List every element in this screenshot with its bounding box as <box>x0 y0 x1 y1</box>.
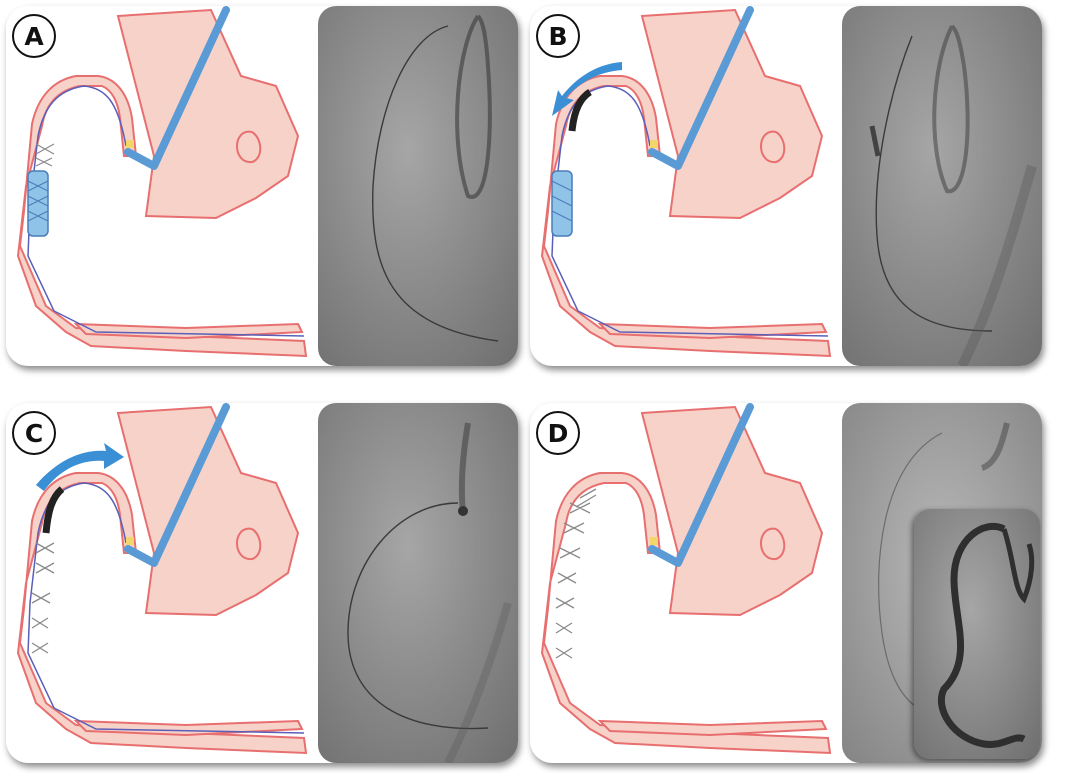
panel-b: B <box>530 6 1042 366</box>
angiogram-b <box>842 6 1042 366</box>
angiogram-c <box>318 403 518 763</box>
panel-label-b: B <box>536 14 580 58</box>
panel-d: D <box>530 403 1042 763</box>
angiogram-inset-d <box>914 509 1040 759</box>
panel-label-a: A <box>12 14 56 58</box>
angiogram-a <box>318 6 518 366</box>
panel-c: C <box>6 403 518 763</box>
stent <box>552 171 572 236</box>
panel-a: A <box>6 6 518 366</box>
panel-label-d: D <box>536 411 580 455</box>
panel-label-c: C <box>12 411 56 455</box>
